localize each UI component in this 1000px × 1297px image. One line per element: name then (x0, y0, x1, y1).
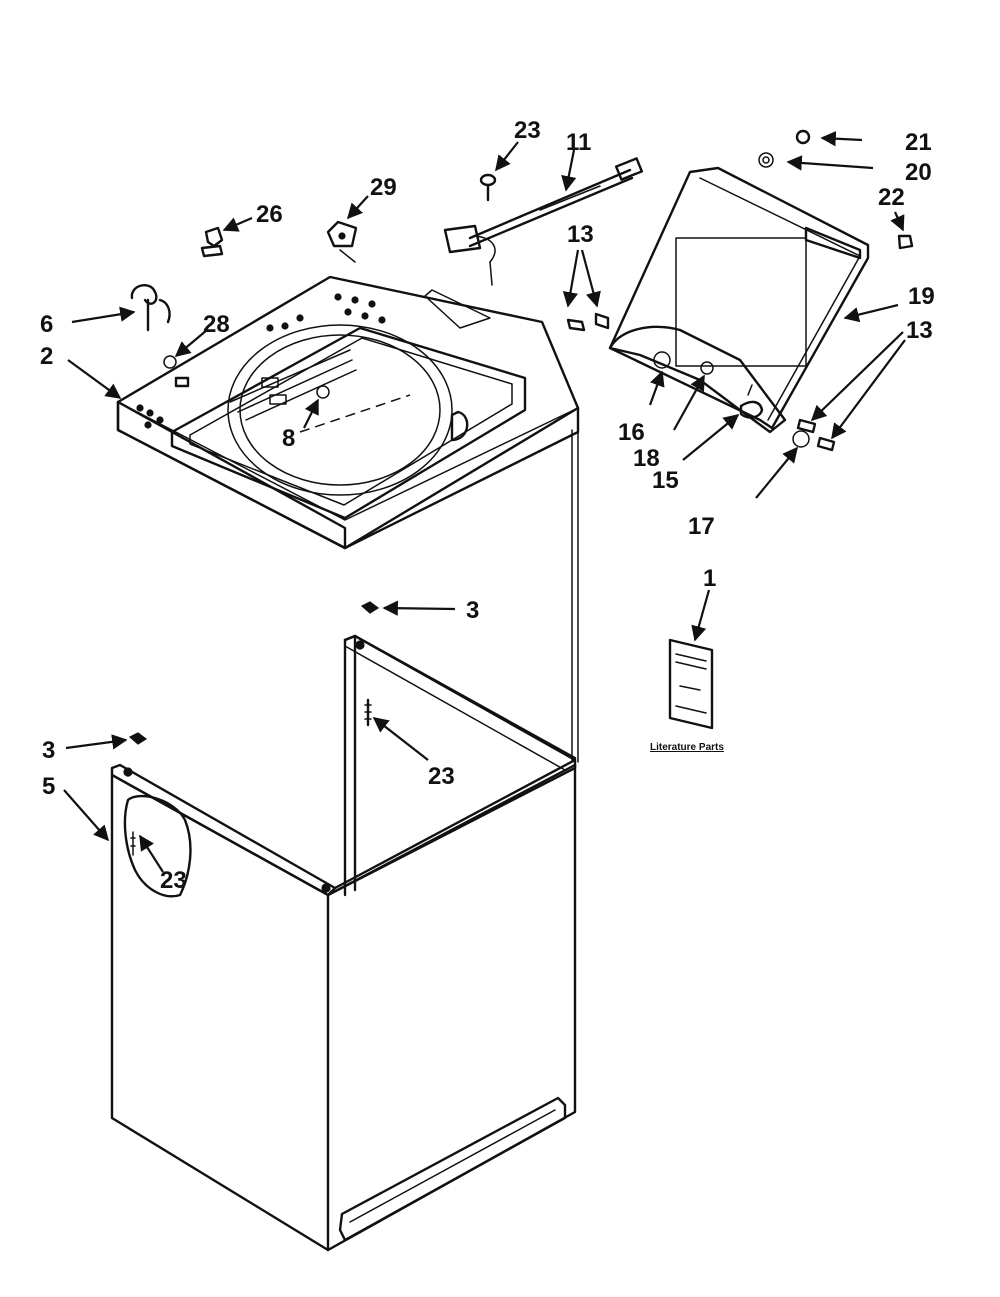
callout-5: 5 (42, 773, 55, 800)
screw-23-top (479, 173, 497, 202)
part-8 (316, 385, 330, 399)
callout-17: 17 (688, 513, 715, 540)
top-panel (116, 275, 580, 550)
callout-23-top: 23 (514, 117, 541, 144)
clip-29 (326, 220, 358, 263)
hinge-hardware (758, 129, 914, 250)
callout-8: 8 (282, 425, 295, 452)
screw-23-post (364, 698, 372, 727)
callout-11: 11 (566, 129, 591, 156)
cabinet (110, 429, 579, 1252)
callout-18: 18 (633, 445, 660, 472)
callout-22: 22 (878, 184, 905, 211)
callout-20: 20 (905, 159, 932, 186)
literature-caption: Literature Parts (650, 742, 724, 753)
callout-26: 26 (256, 201, 283, 228)
callout-3-left: 3 (42, 737, 55, 764)
callout-23-post: 23 (428, 763, 455, 790)
callout-labels: 21 20 22 19 13 17 15 16 18 13 11 23 29 2… (40, 117, 935, 894)
callout-6: 6 (40, 311, 53, 338)
hose-6 (130, 284, 171, 332)
callout-13-top: 13 (567, 221, 594, 248)
lid (566, 166, 870, 452)
literature-booklet (668, 638, 714, 730)
callout-16: 16 (618, 419, 645, 446)
callout-3-right: 3 (466, 597, 479, 624)
callout-21: 21 (905, 129, 932, 156)
callout-13-right: 13 (906, 317, 933, 344)
callout-23-cutaway: 23 (160, 867, 187, 894)
callout-2: 2 (40, 343, 53, 370)
wire-harness (424, 157, 644, 329)
callout-19: 19 (908, 283, 935, 310)
clip-26 (200, 226, 224, 258)
callout-29: 29 (370, 174, 397, 201)
leader-lines (63, 131, 906, 873)
callout-1: 1 (703, 565, 716, 592)
callout-15: 15 (652, 467, 679, 494)
clips-3 (128, 601, 380, 745)
screw-28 (163, 355, 190, 388)
callout-28: 28 (203, 311, 230, 338)
